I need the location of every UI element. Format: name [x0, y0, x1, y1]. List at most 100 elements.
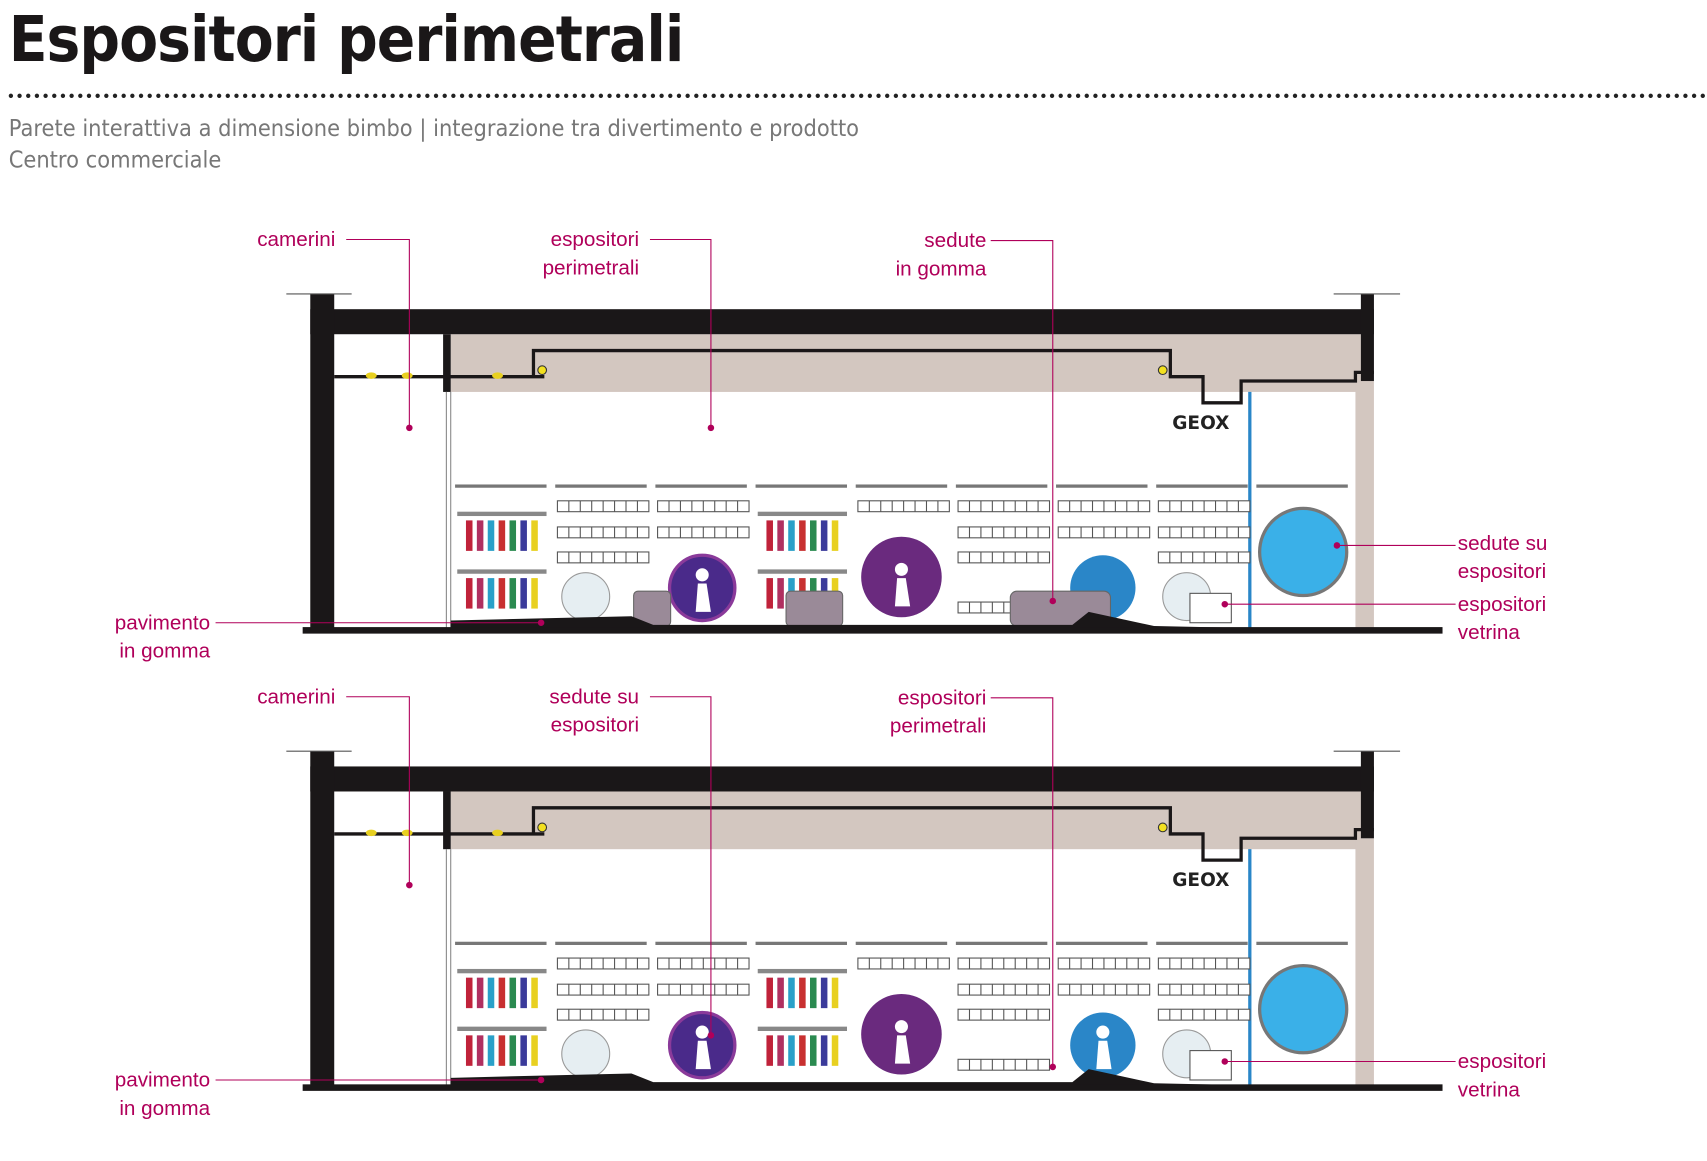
downlight: [365, 372, 377, 379]
label-top-mid-line: espositori: [551, 714, 639, 737]
roof-slab: [310, 766, 1374, 792]
top-shelf: [855, 484, 948, 488]
spotlight: [537, 365, 548, 376]
garment: [809, 1035, 817, 1066]
leader-line: [649, 238, 712, 428]
garment: [820, 977, 828, 1009]
label-top-right-line: perimetrali: [890, 715, 987, 738]
top-shelf: [455, 484, 547, 488]
left-wall: [310, 751, 335, 1089]
garment: [509, 578, 517, 609]
garment: [531, 520, 538, 551]
label-left-bottom-line: in gomma: [119, 1097, 210, 1120]
child-figure-body: [695, 583, 711, 612]
hanging-rail: [757, 569, 848, 574]
leader-dot: [1049, 597, 1057, 605]
garment: [777, 578, 784, 609]
child-figure-body: [894, 1035, 911, 1064]
floor-slab: [302, 1084, 1443, 1091]
rubber-seat: [785, 590, 844, 627]
garment: [520, 1035, 527, 1066]
child-figure-head: [695, 1025, 709, 1039]
leader-dot: [537, 619, 545, 627]
garment: [831, 1035, 839, 1066]
top-shelf: [1256, 941, 1348, 945]
garment: [788, 1035, 795, 1066]
garment: [766, 578, 773, 609]
garment: [766, 520, 773, 551]
garment: [809, 977, 817, 1009]
geox-logo: GEOX: [1172, 413, 1229, 434]
label-right-bottom-line: vetrina: [1458, 621, 1521, 644]
downlight: [401, 372, 413, 379]
floor-slab: [302, 627, 1443, 634]
garment: [777, 1035, 784, 1066]
right-wall-cladding: [1355, 838, 1374, 1086]
garment: [831, 520, 839, 551]
leader-dot: [537, 1076, 545, 1084]
label-camerini-line: camerini: [257, 685, 335, 708]
partition-head: [443, 791, 451, 850]
garment: [788, 977, 795, 1009]
garment: [531, 1035, 538, 1066]
ceiling-profile: [334, 806, 1374, 862]
label-left-bottom-line: in gomma: [119, 640, 210, 663]
hanging-rail: [457, 511, 547, 517]
hanging-rail: [457, 1026, 547, 1031]
garment: [788, 520, 795, 551]
leader-dot: [1221, 600, 1229, 608]
downlight: [492, 372, 503, 379]
top-shelf: [455, 941, 547, 945]
top-shelf: [555, 941, 647, 945]
garment: [777, 977, 784, 1009]
child-figure-head: [1096, 1025, 1110, 1039]
ceiling-profile: [334, 348, 1374, 405]
child-figure-head: [894, 562, 908, 576]
leader-dot: [707, 1032, 715, 1039]
label-camerini: camerini: [257, 685, 335, 708]
garment: [820, 520, 828, 551]
hanging-rail: [757, 968, 848, 974]
top-shelf: [1156, 941, 1248, 945]
top-shelf: [855, 941, 948, 945]
garment: [777, 520, 784, 551]
label-left-bottom-line: pavimento: [115, 1069, 210, 1092]
garment: [766, 1035, 773, 1066]
garment: [487, 977, 495, 1009]
right-wall: [1360, 293, 1374, 382]
label-top-right-line: sedute: [924, 229, 986, 252]
garment: [487, 1035, 495, 1066]
garment: [509, 977, 517, 1009]
leader-dot: [1049, 1063, 1057, 1071]
garment: [509, 520, 517, 551]
hanging-rail: [757, 511, 848, 517]
garment: [498, 520, 506, 551]
garment: [465, 520, 473, 551]
window-display: [1189, 592, 1232, 624]
light-sphere: [561, 1029, 611, 1079]
label-camerini-line: camerini: [257, 228, 335, 251]
garment: [465, 578, 473, 609]
garment: [476, 977, 484, 1009]
leader-line: [990, 697, 1054, 1067]
light-sphere: [561, 572, 611, 622]
top-shelf: [1056, 484, 1148, 488]
left-wall: [310, 293, 335, 632]
top-shelf: [955, 484, 1048, 488]
label-top-mid-line: espositori: [551, 228, 639, 251]
right-wall-cladding: [1355, 381, 1374, 629]
spotlight: [537, 822, 548, 833]
leader-dot: [406, 424, 413, 432]
dotted-divider: [8, 93, 1707, 98]
child-figure-head: [894, 1020, 908, 1034]
label-right-top-line: sedute su: [1458, 532, 1548, 555]
